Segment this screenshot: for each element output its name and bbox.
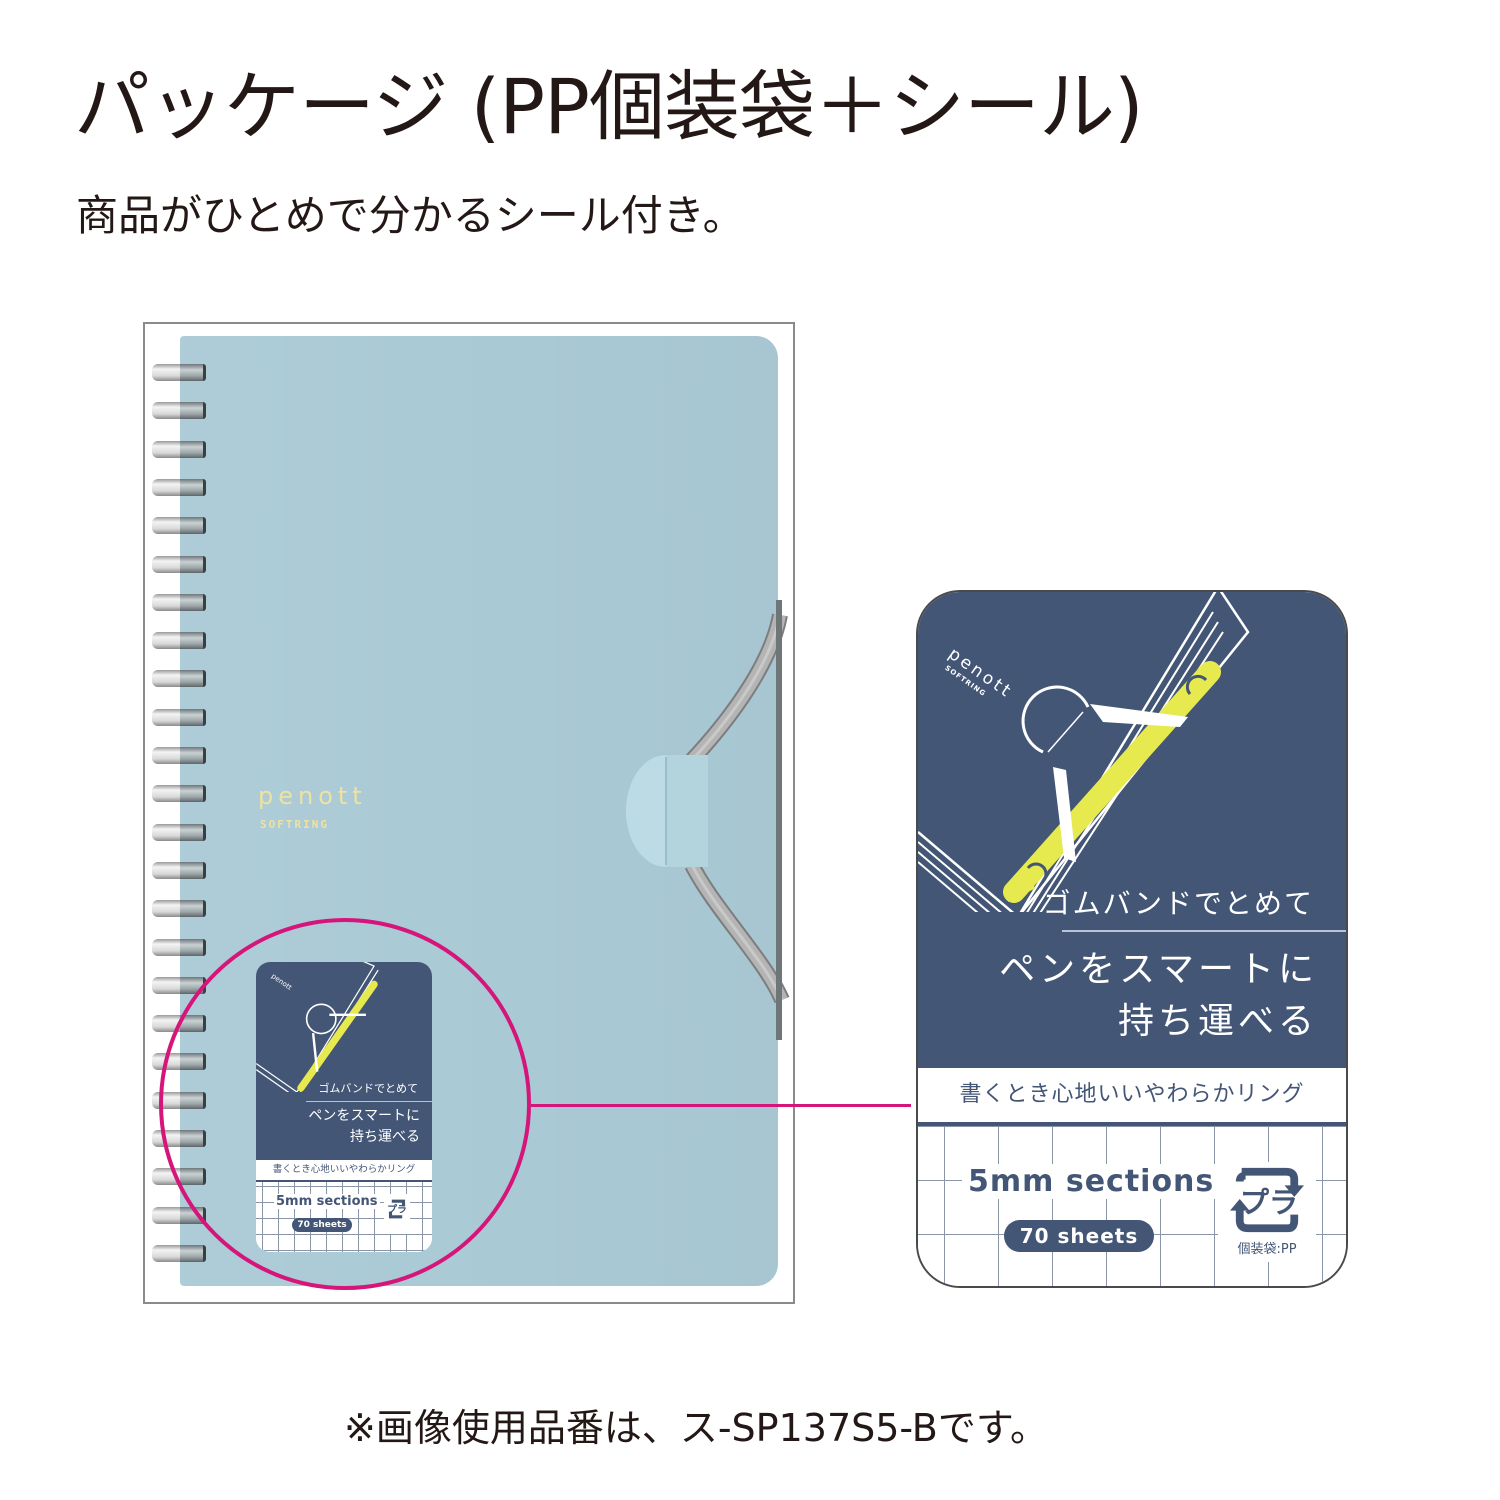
sticker-line2b: 持ち運べる	[350, 1129, 420, 1145]
sticker-strip-text: 書くとき心地いいやわらかリング	[959, 1082, 1305, 1107]
sticker-sections: 5mm sections	[274, 1194, 380, 1209]
sticker-divider	[1062, 930, 1346, 932]
page-subtitle: 商品がひとめで分かるシール付き。	[76, 191, 745, 240]
elastic-band	[684, 600, 790, 1040]
highlight-circle	[159, 918, 531, 1290]
sticker-divider	[306, 1101, 432, 1102]
spiral-ring	[152, 517, 206, 535]
sticker-sheets-badge: 70 sheets	[292, 1218, 352, 1232]
notebook-pen-illustration	[256, 962, 379, 1092]
sticker-strip-text: 書くとき心地いいやわらかリング	[272, 1164, 416, 1175]
spiral-ring	[152, 364, 206, 381]
sticker-line2b: 持ち運べる	[1117, 1001, 1318, 1042]
sticker-strip: 書くとき心地いいやわらかリング	[256, 1160, 432, 1182]
model-number-note: ※画像使用品番は、ス-SP137S5-Bです。	[344, 1406, 1049, 1450]
notebook-brand-sub: SOFTRING	[260, 818, 329, 831]
recycle-label: 個装袋:PP	[1237, 1242, 1297, 1257]
sticker-line1: ゴムバンドでとめて	[1042, 887, 1314, 920]
sticker-line2a: ペンをスマートに	[999, 949, 1318, 990]
spiral-ring	[152, 708, 206, 726]
spiral-ring	[152, 593, 206, 611]
spiral-ring	[152, 1015, 206, 1033]
recycle-pla-icon: プラ 個装袋:PP	[1218, 1162, 1316, 1262]
sticker-navy-panel: penott ゴムバンドでとめて ペンをスマートに 持ち運べる	[256, 962, 432, 1160]
callout-connector-line	[531, 1104, 911, 1107]
sticker-strip: 書くとき心地いいやわらかリング	[918, 1068, 1346, 1126]
band-clasp	[626, 755, 708, 867]
notebook-brand-logo: penott	[258, 782, 367, 810]
page-title: パッケージ (PP個装袋＋シール)	[74, 62, 1144, 151]
spiral-ring	[152, 785, 206, 803]
spiral-ring	[152, 632, 206, 650]
spiral-ring	[152, 900, 206, 918]
recycle-pla-icon: プラ	[384, 1194, 410, 1234]
sticker-navy-panel: penott SOFTRING ゴムバンドでとめて ペンをスマートに 持ち運べる	[918, 592, 1346, 1068]
sticker-sections: 5mm sections	[962, 1164, 1221, 1199]
svg-text:プラ: プラ	[387, 1202, 407, 1215]
sticker-line2: ペンをスマートに 持ち運べる	[308, 1106, 420, 1148]
spiral-ring	[152, 555, 206, 573]
sticker-sheets-badge: 70 sheets	[1004, 1220, 1154, 1252]
spiral-ring	[152, 1244, 206, 1262]
cover-sticker-small: penott ゴムバンドでとめて ペンをスマートに 持ち運べる 書くとき心地いい…	[256, 962, 432, 1252]
spiral-ring	[152, 823, 206, 841]
sticker-enlarged: penott SOFTRING ゴムバンドでとめて ペンをスマートに 持ち運べる…	[916, 590, 1348, 1288]
sticker-line2: ペンをスマートに 持ち運べる	[999, 944, 1318, 1048]
spiral-ring	[152, 938, 206, 956]
notebook-pen-illustration	[918, 592, 1250, 912]
spiral-ring	[152, 861, 206, 879]
spiral-ring	[152, 670, 206, 688]
spiral-ring	[152, 440, 206, 458]
spiral-ring	[152, 402, 206, 420]
recycle-arrows-icon: プラ	[1230, 1167, 1304, 1233]
spiral-ring	[152, 1130, 206, 1147]
spiral-ring	[152, 747, 206, 764]
sticker-line1: ゴムバンドでとめて	[318, 1082, 418, 1095]
sticker-line2a: ペンをスマートに	[308, 1108, 420, 1124]
spiral-ring	[152, 478, 206, 496]
svg-text:プラ: プラ	[1240, 1186, 1298, 1220]
